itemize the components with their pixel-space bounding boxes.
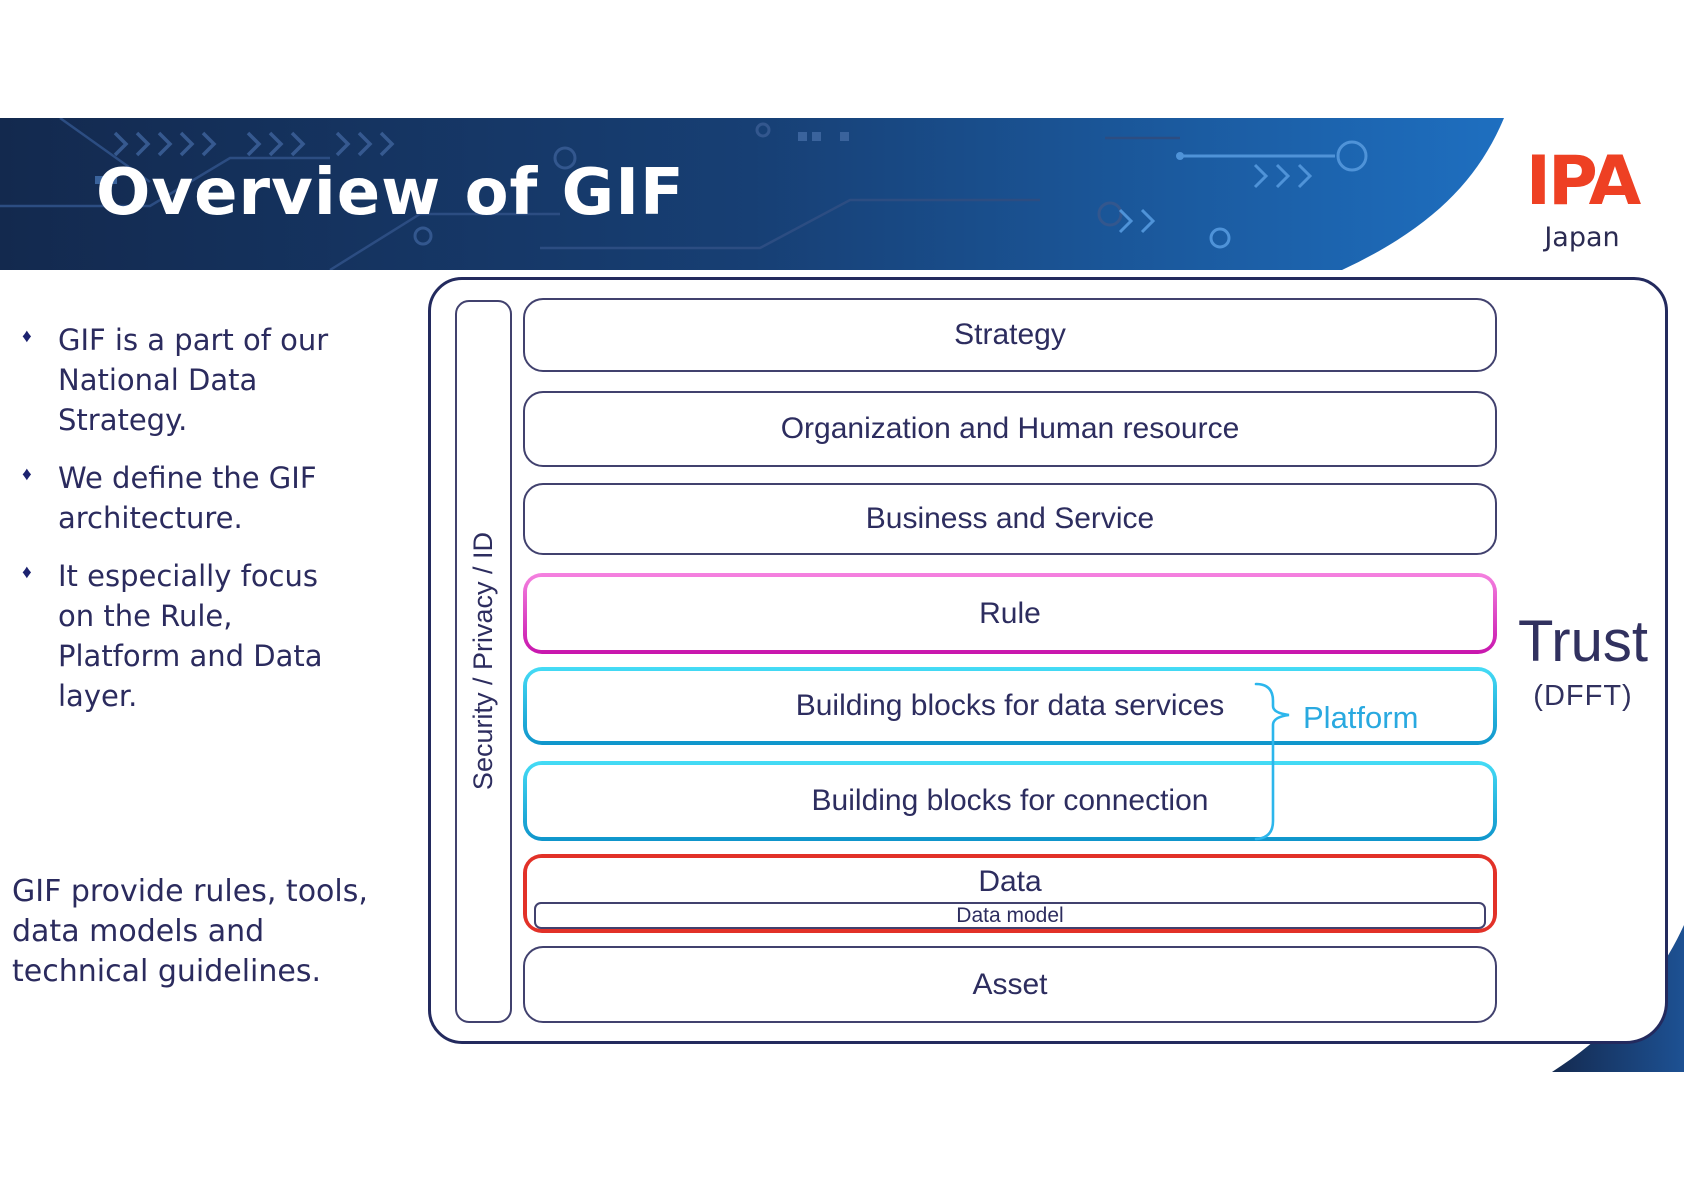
bullet-item: ♦ It especially focus on the Rule, Platf… (14, 556, 398, 716)
layer-strategy: Strategy (523, 298, 1497, 372)
architecture-frame: Security / Privacy / ID Strategy Organiz… (428, 277, 1668, 1044)
platform-label: Platform (1303, 700, 1419, 735)
layer-label: Data (978, 865, 1042, 898)
layer-data: Data Data model (523, 854, 1497, 933)
trust-label: Trust (1518, 609, 1648, 674)
ipa-logo: IPA Japan (1512, 142, 1652, 254)
bullet-text: We define the GIF architecture. (58, 461, 317, 535)
bullet-text: GIF is a part of our National Data Strat… (58, 323, 329, 437)
trust-block: Trust (DFFT) (1497, 610, 1669, 713)
note-text: GIF provide rules, tools, data models an… (12, 874, 368, 989)
layer-label: Rule (979, 596, 1041, 630)
page-title: Overview of GIF (96, 156, 685, 230)
layer-business-service: Business and Service (523, 483, 1497, 555)
layer-label: Building blocks for connection (811, 784, 1209, 817)
ipa-logo-country: Japan (1544, 222, 1620, 253)
layer-label: Organization and Human resource (780, 412, 1240, 445)
bullet-item: ♦ GIF is a part of our National Data Str… (14, 320, 398, 440)
trust-sublabel: (DFFT) (1533, 679, 1633, 712)
layer-asset: Asset (523, 946, 1497, 1023)
security-privacy-id-label: Security / Privacy / ID (468, 532, 498, 791)
bullet-item: ♦ We define the GIF architecture. (14, 458, 398, 538)
header-banner (0, 118, 1504, 270)
layer-label: Asset (972, 967, 1048, 1001)
bullet-text: It especially focus on the Rule, Platfor… (58, 559, 323, 713)
circuit-pattern (0, 118, 1368, 270)
layer-label: Business and Service (865, 502, 1155, 535)
layer-label: Strategy (954, 318, 1066, 351)
layer-label: Building blocks for data services (795, 689, 1225, 722)
security-privacy-id-bar: Security / Privacy / ID (455, 300, 512, 1023)
data-model-label: Data model (956, 903, 1064, 927)
layer-building-blocks-data-services: Building blocks for data services (523, 667, 1497, 745)
data-model-box: Data model (534, 902, 1486, 929)
bullet-diamond-icon: ♦ (22, 562, 32, 583)
layer-organization: Organization and Human resource (523, 391, 1497, 467)
layer-rule: Rule (523, 573, 1497, 654)
layer-building-blocks-connection: Building blocks for connection (523, 761, 1497, 841)
bullet-list: ♦ GIF is a part of our National Data Str… (14, 320, 398, 734)
bullet-diamond-icon: ♦ (22, 464, 32, 485)
ipa-logo-text: IPA (1525, 142, 1642, 221)
bullet-diamond-icon: ♦ (22, 326, 32, 347)
